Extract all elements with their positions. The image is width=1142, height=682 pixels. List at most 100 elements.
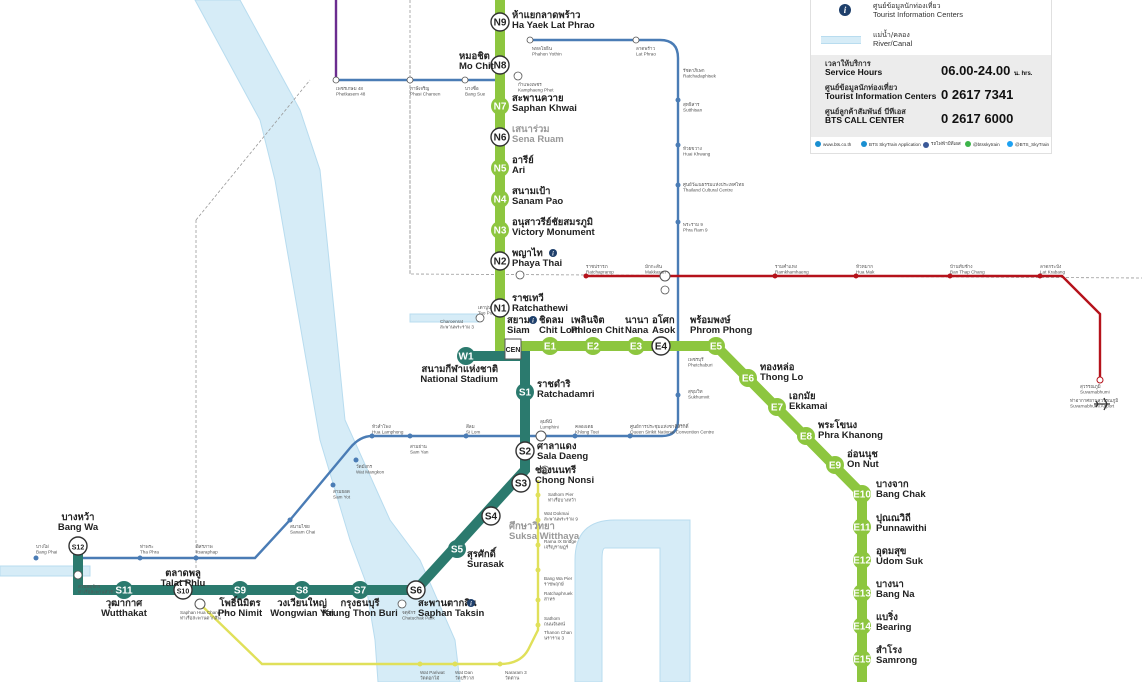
- svg-text:Sathorn: Sathorn: [544, 616, 561, 621]
- station-name-en: Thong Lo: [760, 372, 803, 383]
- chao-phraya-river: [194, 0, 461, 682]
- svg-text:ศูนย์วัฒนธรรมแห่งประเทศไทย: ศูนย์วัฒนธรรมแห่งประเทศไทย: [683, 181, 744, 188]
- station-code: N8: [494, 61, 507, 72]
- svg-text:Sukhumvit: Sukhumvit: [688, 395, 710, 400]
- station-marker: [853, 518, 871, 536]
- svg-text:Lat Krabang: Lat Krabang: [1040, 270, 1065, 275]
- station-name-en: Phra Khanong: [818, 430, 883, 441]
- station-marker: [351, 581, 369, 599]
- svg-text:Rama IX Bridge: Rama IX Bridge: [544, 539, 577, 544]
- station-marker: [115, 581, 133, 599]
- social-twitter[interactable]: @BTS_SkyTrain: [1007, 141, 1049, 147]
- minor-station-label: ศูนย์การประชุมแห่งชาติสิริกิติ์Queen Sir…: [630, 422, 714, 435]
- svg-text:เตาปูน: เตาปูน: [478, 305, 492, 311]
- svg-text:Itsaraphap: Itsaraphap: [196, 550, 218, 555]
- social-app[interactable]: BTS SkyTrain Application: [861, 141, 921, 147]
- station-code: E13: [853, 589, 871, 600]
- svg-text:กำแพงเพชร: กำแพงเพชร: [518, 82, 542, 87]
- station-name-en: Surasak: [467, 559, 505, 570]
- airport-rail-link: [585, 274, 1102, 380]
- station-name-th: ปุณณวิถี: [876, 512, 911, 524]
- station-name-th: ราชเทวี: [512, 292, 544, 304]
- social-line[interactable]: @btsskytrain: [965, 141, 1000, 147]
- station-marker: [448, 540, 466, 558]
- station-marker: [627, 337, 645, 355]
- svg-text:Bang Phai: Bang Phai: [36, 550, 57, 555]
- tourist-info-phone: 0 2617 7341: [941, 87, 1014, 102]
- station-name-th: เอกมัย: [789, 391, 816, 402]
- svg-text:Sathorn Pier: Sathorn Pier: [548, 492, 574, 497]
- svg-text:Wat Mangkon: Wat Mangkon: [356, 470, 385, 475]
- station-name-en: Ekkamai: [789, 401, 828, 412]
- station-s3[interactable]: S3ช่องนนทรีChong Nonsi: [511, 464, 594, 493]
- station-name-th: อโศก: [652, 314, 675, 326]
- svg-text:Lumphini: Lumphini: [540, 425, 559, 430]
- station-name-en: Nana: [625, 325, 649, 336]
- station-code: E12: [853, 556, 871, 567]
- station-marker: [739, 369, 757, 387]
- station-name-th: บางนา: [876, 579, 904, 590]
- social-facebook[interactable]: รถไฟฟ้าบีทีเอส: [923, 141, 961, 148]
- station-name-en: Phloen Chit: [571, 325, 625, 336]
- svg-text:มักกะสัน: มักกะสัน: [645, 263, 663, 269]
- social-website[interactable]: www.bts.co.th: [815, 141, 851, 147]
- svg-text:สะพานพระราม 9: สะพานพระราม 9: [544, 517, 578, 522]
- station-code: S12: [72, 545, 85, 552]
- station-e9[interactable]: E9อ่อนนุชOn Nut: [826, 449, 879, 474]
- station-marker: [481, 506, 501, 526]
- station-name-th: สำโรง: [876, 644, 902, 656]
- station-name-en: Ha Yaek Lat Phrao: [512, 20, 595, 31]
- svg-text:สนามไชย: สนามไชย: [290, 523, 310, 529]
- service-hours-label: เวลาให้บริการ Service Hours: [825, 59, 883, 77]
- svg-text:Bang Wa Pier: Bang Wa Pier: [544, 576, 573, 581]
- station-code: E11: [853, 523, 871, 534]
- svg-text:i: i: [532, 319, 534, 325]
- svg-text:Phetchaburi: Phetchaburi: [688, 363, 713, 368]
- svg-text:พหลโยธิน: พหลโยธิน: [532, 45, 553, 51]
